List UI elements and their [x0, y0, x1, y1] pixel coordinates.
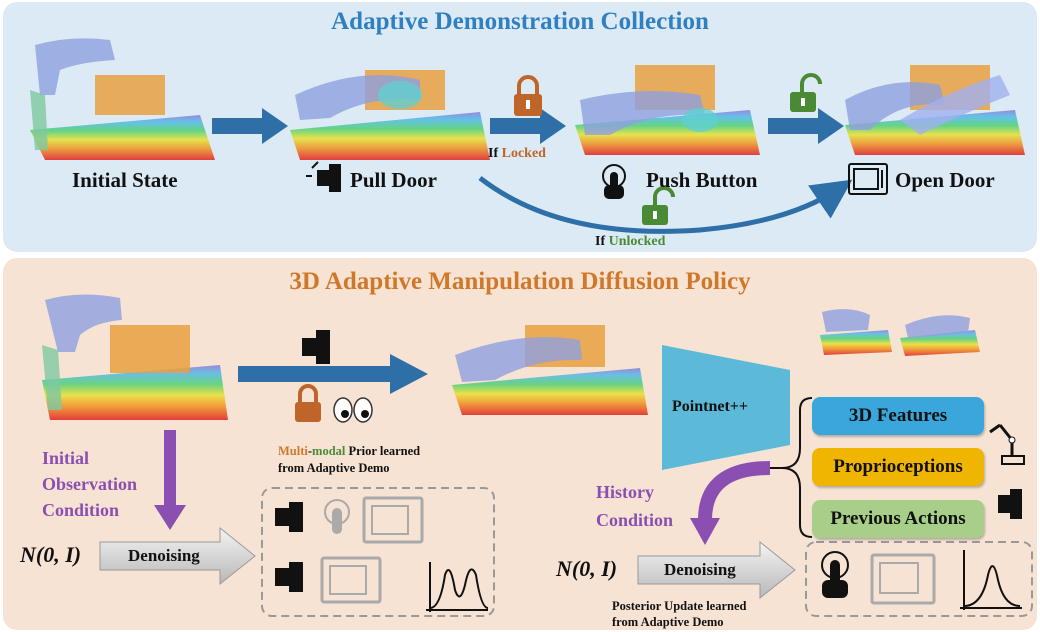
history-line1: History: [596, 482, 654, 502]
bimodal-distribution-plot: [426, 562, 489, 612]
if-word-2: If: [595, 234, 606, 249]
feature-proprioceptions: Proprioceptions: [812, 448, 984, 486]
microwave-icon-right-gray: [870, 553, 936, 605]
pointnet-encoder: [662, 345, 790, 470]
label-pull-door: Pull Door: [350, 168, 437, 192]
scene-bottom-initial: [42, 294, 228, 420]
pointnet-label: Pointnet++: [672, 398, 749, 415]
prior-modal: modal: [312, 444, 346, 458]
history-line2: Condition: [596, 510, 674, 530]
gripper-icon: [306, 161, 341, 192]
noise-label-right: N(0, I): [556, 556, 618, 581]
top-title: Adaptive Demonstration Collection: [331, 8, 709, 35]
locked-word: Locked: [501, 146, 546, 161]
mode2-gripper-icon: [275, 562, 303, 592]
scene-push-button: [575, 65, 760, 155]
arrow-initial-condition: [154, 430, 186, 530]
history-arrow-head: [690, 518, 720, 545]
lock-unlocked-icon: [790, 73, 822, 112]
previous-action-gripper-icon: [998, 489, 1022, 519]
scene-initial-state: [30, 38, 215, 160]
arrow-pull-to-push: [490, 108, 566, 144]
feature-previous-actions: Previous Actions: [812, 500, 984, 538]
mode1-push-icon: [324, 499, 350, 534]
push-button-hand-icon: [602, 164, 626, 199]
denoising-arrow-left: [99, 526, 256, 586]
label-if-unlocked: If Unlocked: [595, 234, 665, 250]
eyes-icon: [333, 397, 373, 423]
mode1-gripper-icon: [275, 502, 303, 532]
arrow-initial-to-pull: [212, 108, 288, 144]
if-word: If: [488, 146, 499, 161]
denoising-label-left: Denoising: [128, 546, 200, 565]
feature-3d: 3D Features: [812, 397, 984, 435]
label-history-condition: History Condition: [596, 478, 673, 534]
posterior-line2: from Adaptive Demo: [612, 615, 724, 629]
unlocked-word: Unlocked: [608, 234, 666, 249]
arrow-pull-to-open-curve: [478, 176, 853, 234]
bottom-title: 3D Adaptive Manipulation Diffusion Polic…: [289, 268, 751, 295]
mode1-microwave-icon: [362, 496, 424, 544]
initial-condition-line3: Condition: [42, 500, 120, 520]
arrow-initial-to-prior: [238, 354, 428, 394]
prior-rest: Prior learned: [345, 444, 421, 458]
initial-condition-line2: Observation: [42, 474, 138, 494]
lock-unlocked-icon-curve: [642, 186, 675, 225]
action-modes-box-left: [261, 487, 495, 617]
label-initial-state: Initial State: [72, 168, 178, 192]
prior-line2: from Adaptive Demo: [278, 461, 390, 475]
label-if-locked: If Locked: [488, 146, 546, 162]
action-modes-box-right: [805, 541, 1033, 617]
initial-condition-line1: Initial: [42, 448, 90, 468]
arrow-push-to-open: [768, 108, 844, 144]
noise-label-left: N(0, I): [20, 542, 82, 567]
label-posterior-update: Posterior Update learned from Adaptive D…: [612, 598, 746, 630]
scene-small-1: [820, 309, 892, 355]
posterior-line1: Posterior Update learned: [612, 599, 747, 613]
label-initial-observation-condition: Initial Observation Condition: [42, 445, 137, 523]
denoising-arrow-right: [637, 540, 796, 600]
label-multimodal-prior: Multi-modal Prior learned from Adaptive …: [278, 443, 420, 477]
history-arrow: [698, 461, 771, 521]
label-open-door: Open Door: [895, 168, 995, 192]
prior-multi: Multi: [278, 444, 308, 458]
scene-small-2: [900, 315, 980, 356]
push-button-icon-right: [821, 551, 849, 598]
mode2-microwave-icon: [320, 556, 382, 604]
scene-open-door: [845, 65, 1025, 155]
lock-locked-icon-prior: [295, 384, 321, 422]
label-push-button: Push Button: [646, 168, 758, 192]
scene-bottom-pull: [452, 325, 648, 415]
microwave-icon: [848, 163, 888, 195]
prior-dash: -: [307, 444, 313, 458]
scene-pull-door: [290, 70, 490, 160]
robot-arm-icon: [989, 423, 1025, 465]
unimodal-distribution-plot: [960, 550, 1022, 610]
lock-locked-icon: [514, 75, 542, 116]
gripper-icon-prior: [302, 330, 330, 364]
denoising-label-right: Denoising: [664, 560, 736, 579]
